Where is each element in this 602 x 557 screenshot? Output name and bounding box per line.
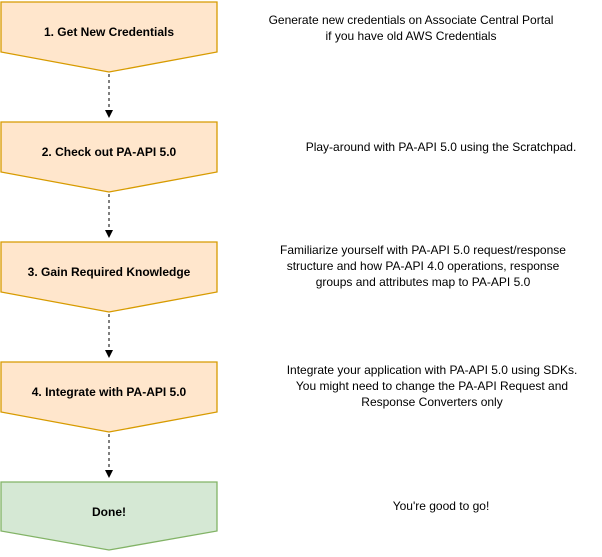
step-2-description-line: Play-around with PA-API 5.0 using the Sc…: [305, 140, 577, 154]
step-3-shape: [0, 241, 218, 313]
step-1-shape: [0, 1, 218, 73]
step-4-description-line: You might need to change the PA-API Requ…: [295, 379, 569, 393]
step-1-description-line: if you have old AWS Credentials: [325, 29, 497, 43]
step-done-description: You're good to go!: [276, 498, 602, 514]
step-3-description-line: Familiarize yourself with PA-API 5.0 req…: [280, 243, 566, 257]
step-4-shape: [0, 361, 218, 433]
step-4-label: 4. Integrate with PA-API 5.0: [31, 385, 187, 399]
step-done-description-line: You're good to go!: [392, 499, 490, 513]
step-done-label: Done!: [92, 505, 126, 519]
step-4-description-line: Response Converters only: [361, 395, 503, 409]
step-2-label: 2. Check out PA-API 5.0: [41, 145, 177, 159]
step-1-label: 1. Get New Credentials: [43, 25, 175, 39]
step-4-description: Integrate your application with PA-API 5…: [267, 362, 597, 410]
step-3-description-line: structure and how PA-API 4.0 operations,…: [286, 259, 560, 273]
step-done-shape: [0, 481, 218, 551]
step-2-description: Play-around with PA-API 5.0 using the Sc…: [276, 139, 602, 155]
step-3-description-line: groups and attributes map to PA-API 5.0: [315, 275, 531, 289]
step-2-shape: [0, 121, 218, 193]
step-3-label: 3. Gain Required Knowledge: [27, 265, 191, 279]
step-4-description-line: Integrate your application with PA-API 5…: [286, 363, 578, 377]
step-3-description: Familiarize yourself with PA-API 5.0 req…: [258, 242, 588, 290]
step-1-description-line: Generate new credentials on Associate Ce…: [268, 13, 554, 27]
step-1-description: Generate new credentials on Associate Ce…: [246, 12, 576, 44]
